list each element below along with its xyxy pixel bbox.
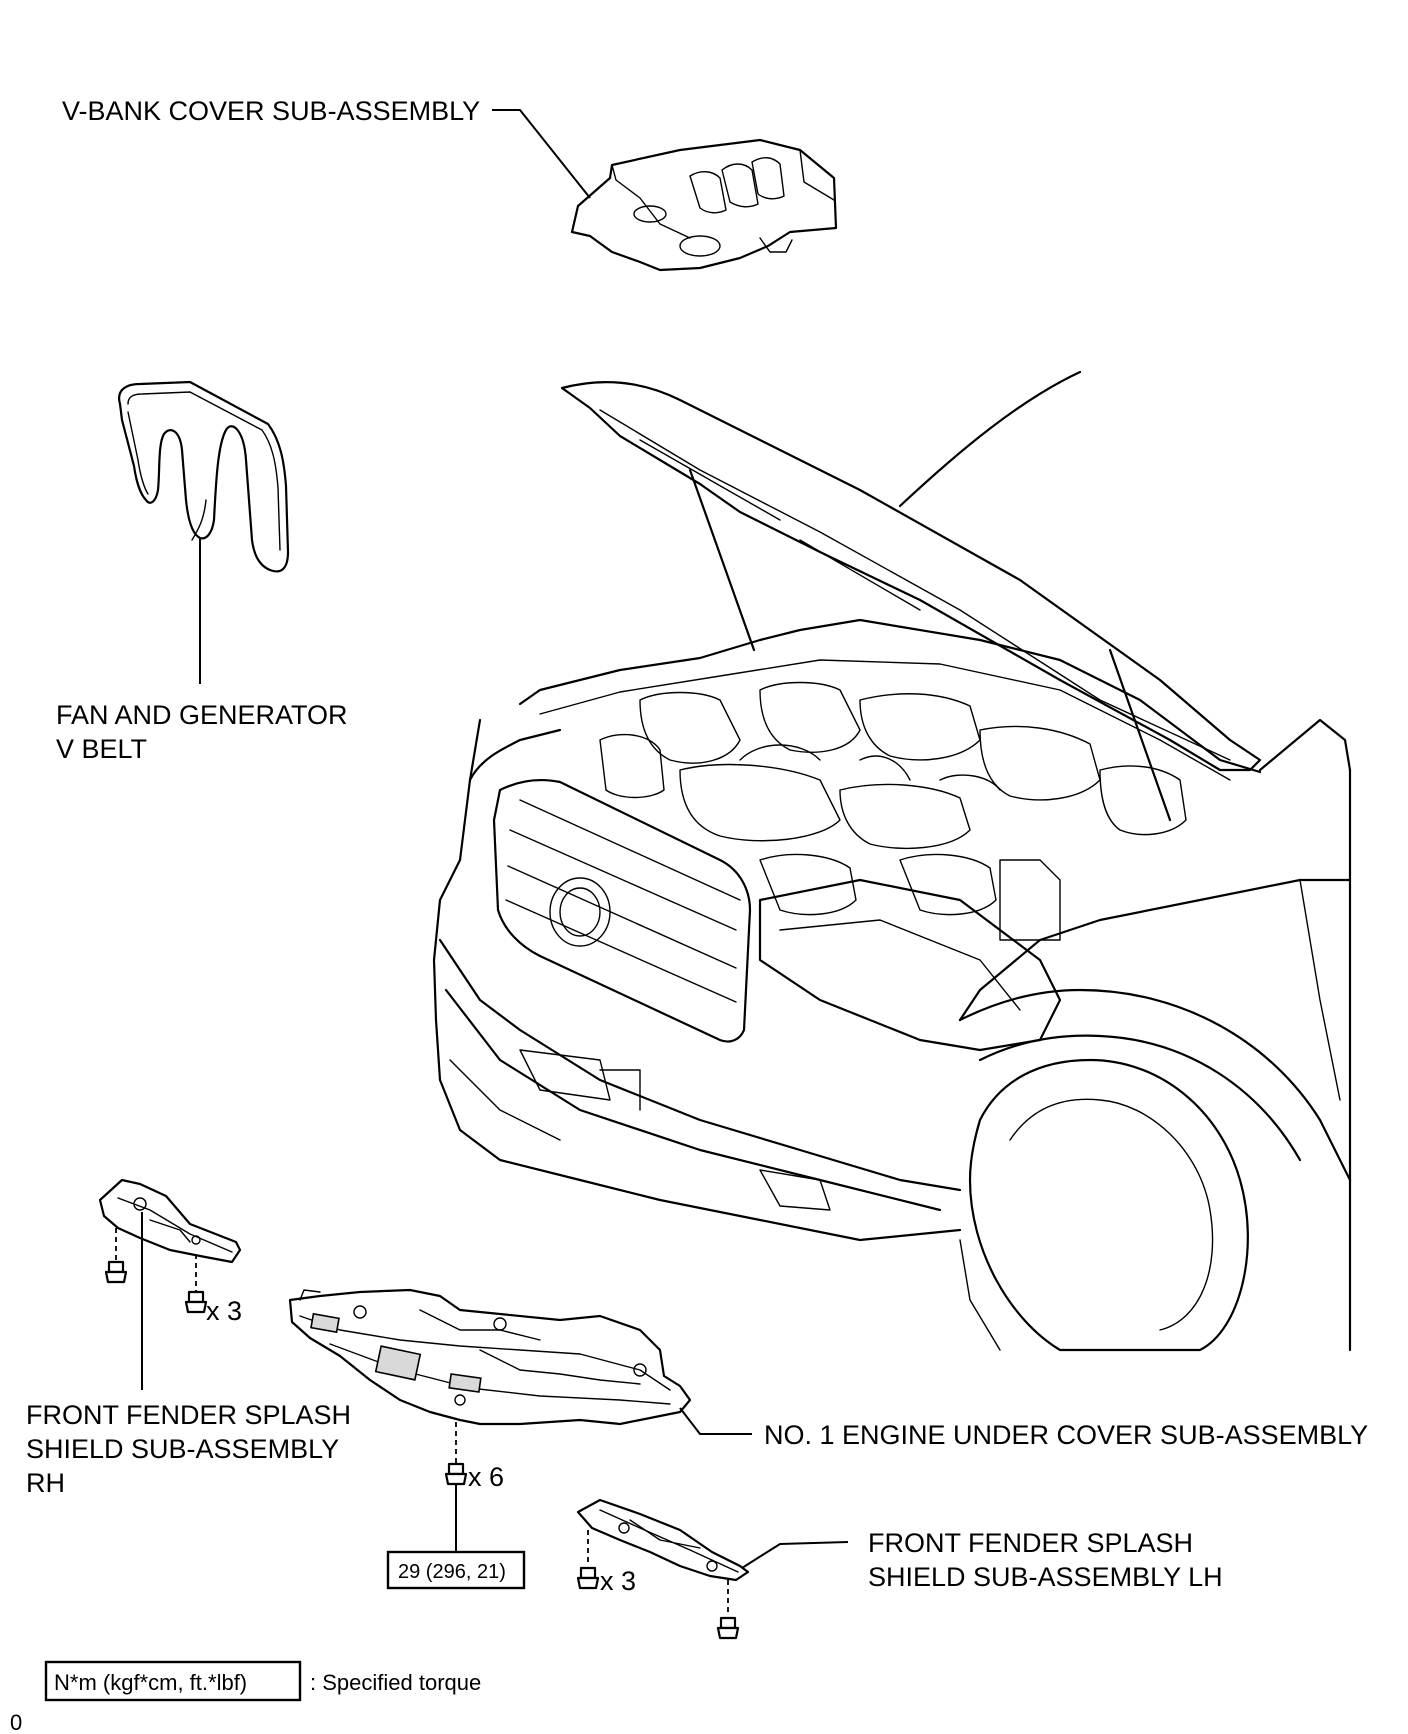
lh-bolt-icon-2 xyxy=(716,1616,740,1640)
v-bank-cover-leader xyxy=(492,109,591,199)
fender-lh-leader xyxy=(741,1541,849,1569)
v-belt-label-line2: V BELT xyxy=(56,734,147,764)
rh-fastener-qty: x 3 xyxy=(206,1296,242,1326)
fender-rh-label-line1: FRONT FENDER SPLASH xyxy=(26,1400,351,1430)
legend-description: : Specified torque xyxy=(310,1670,481,1695)
fender-lh-label-line2: SHIELD SUB-ASSEMBLY LH xyxy=(868,1562,1223,1592)
v-bank-cover-illustration xyxy=(570,138,838,272)
vehicle-front-illustration xyxy=(432,370,1352,1352)
legend-unit-text: N*m (kgf*cm, ft.*lbf) xyxy=(54,1670,247,1695)
fender-shield-lh-illustration xyxy=(576,1498,750,1582)
v-bank-cover-label: V-BANK COVER SUB-ASSEMBLY xyxy=(62,96,480,126)
under-cover-leader xyxy=(679,1407,752,1435)
under-cover-bolt-icon xyxy=(444,1462,468,1486)
torque-box xyxy=(386,1550,526,1590)
fender-rh-label-line2: SHIELD SUB-ASSEMBLY xyxy=(26,1434,339,1464)
under-cover-label: NO. 1 ENGINE UNDER COVER SUB-ASSEMBLY xyxy=(764,1420,1368,1450)
fender-lh-label-line1: FRONT FENDER SPLASH xyxy=(868,1528,1193,1558)
torque-value: 29 (296, 21) xyxy=(398,1561,506,1583)
fender-rh-label-line3: RH xyxy=(26,1468,65,1498)
corner-mark: 0 xyxy=(10,1710,22,1734)
rh-bolt-icon-1 xyxy=(104,1260,128,1284)
under-cover-fastener-qty: x 6 xyxy=(468,1462,504,1492)
lh-bolt-icon-1 xyxy=(576,1566,600,1590)
fender-shield-rh-illustration xyxy=(98,1178,242,1264)
rh-bolt-icon-2 xyxy=(184,1290,208,1314)
lh-fastener-qty: x 3 xyxy=(600,1566,636,1596)
v-belt-label-line1: FAN AND GENERATOR xyxy=(56,700,348,730)
v-belt-illustration xyxy=(118,380,290,573)
under-cover-illustration xyxy=(288,1288,692,1426)
legend-unit-box xyxy=(44,1660,302,1702)
